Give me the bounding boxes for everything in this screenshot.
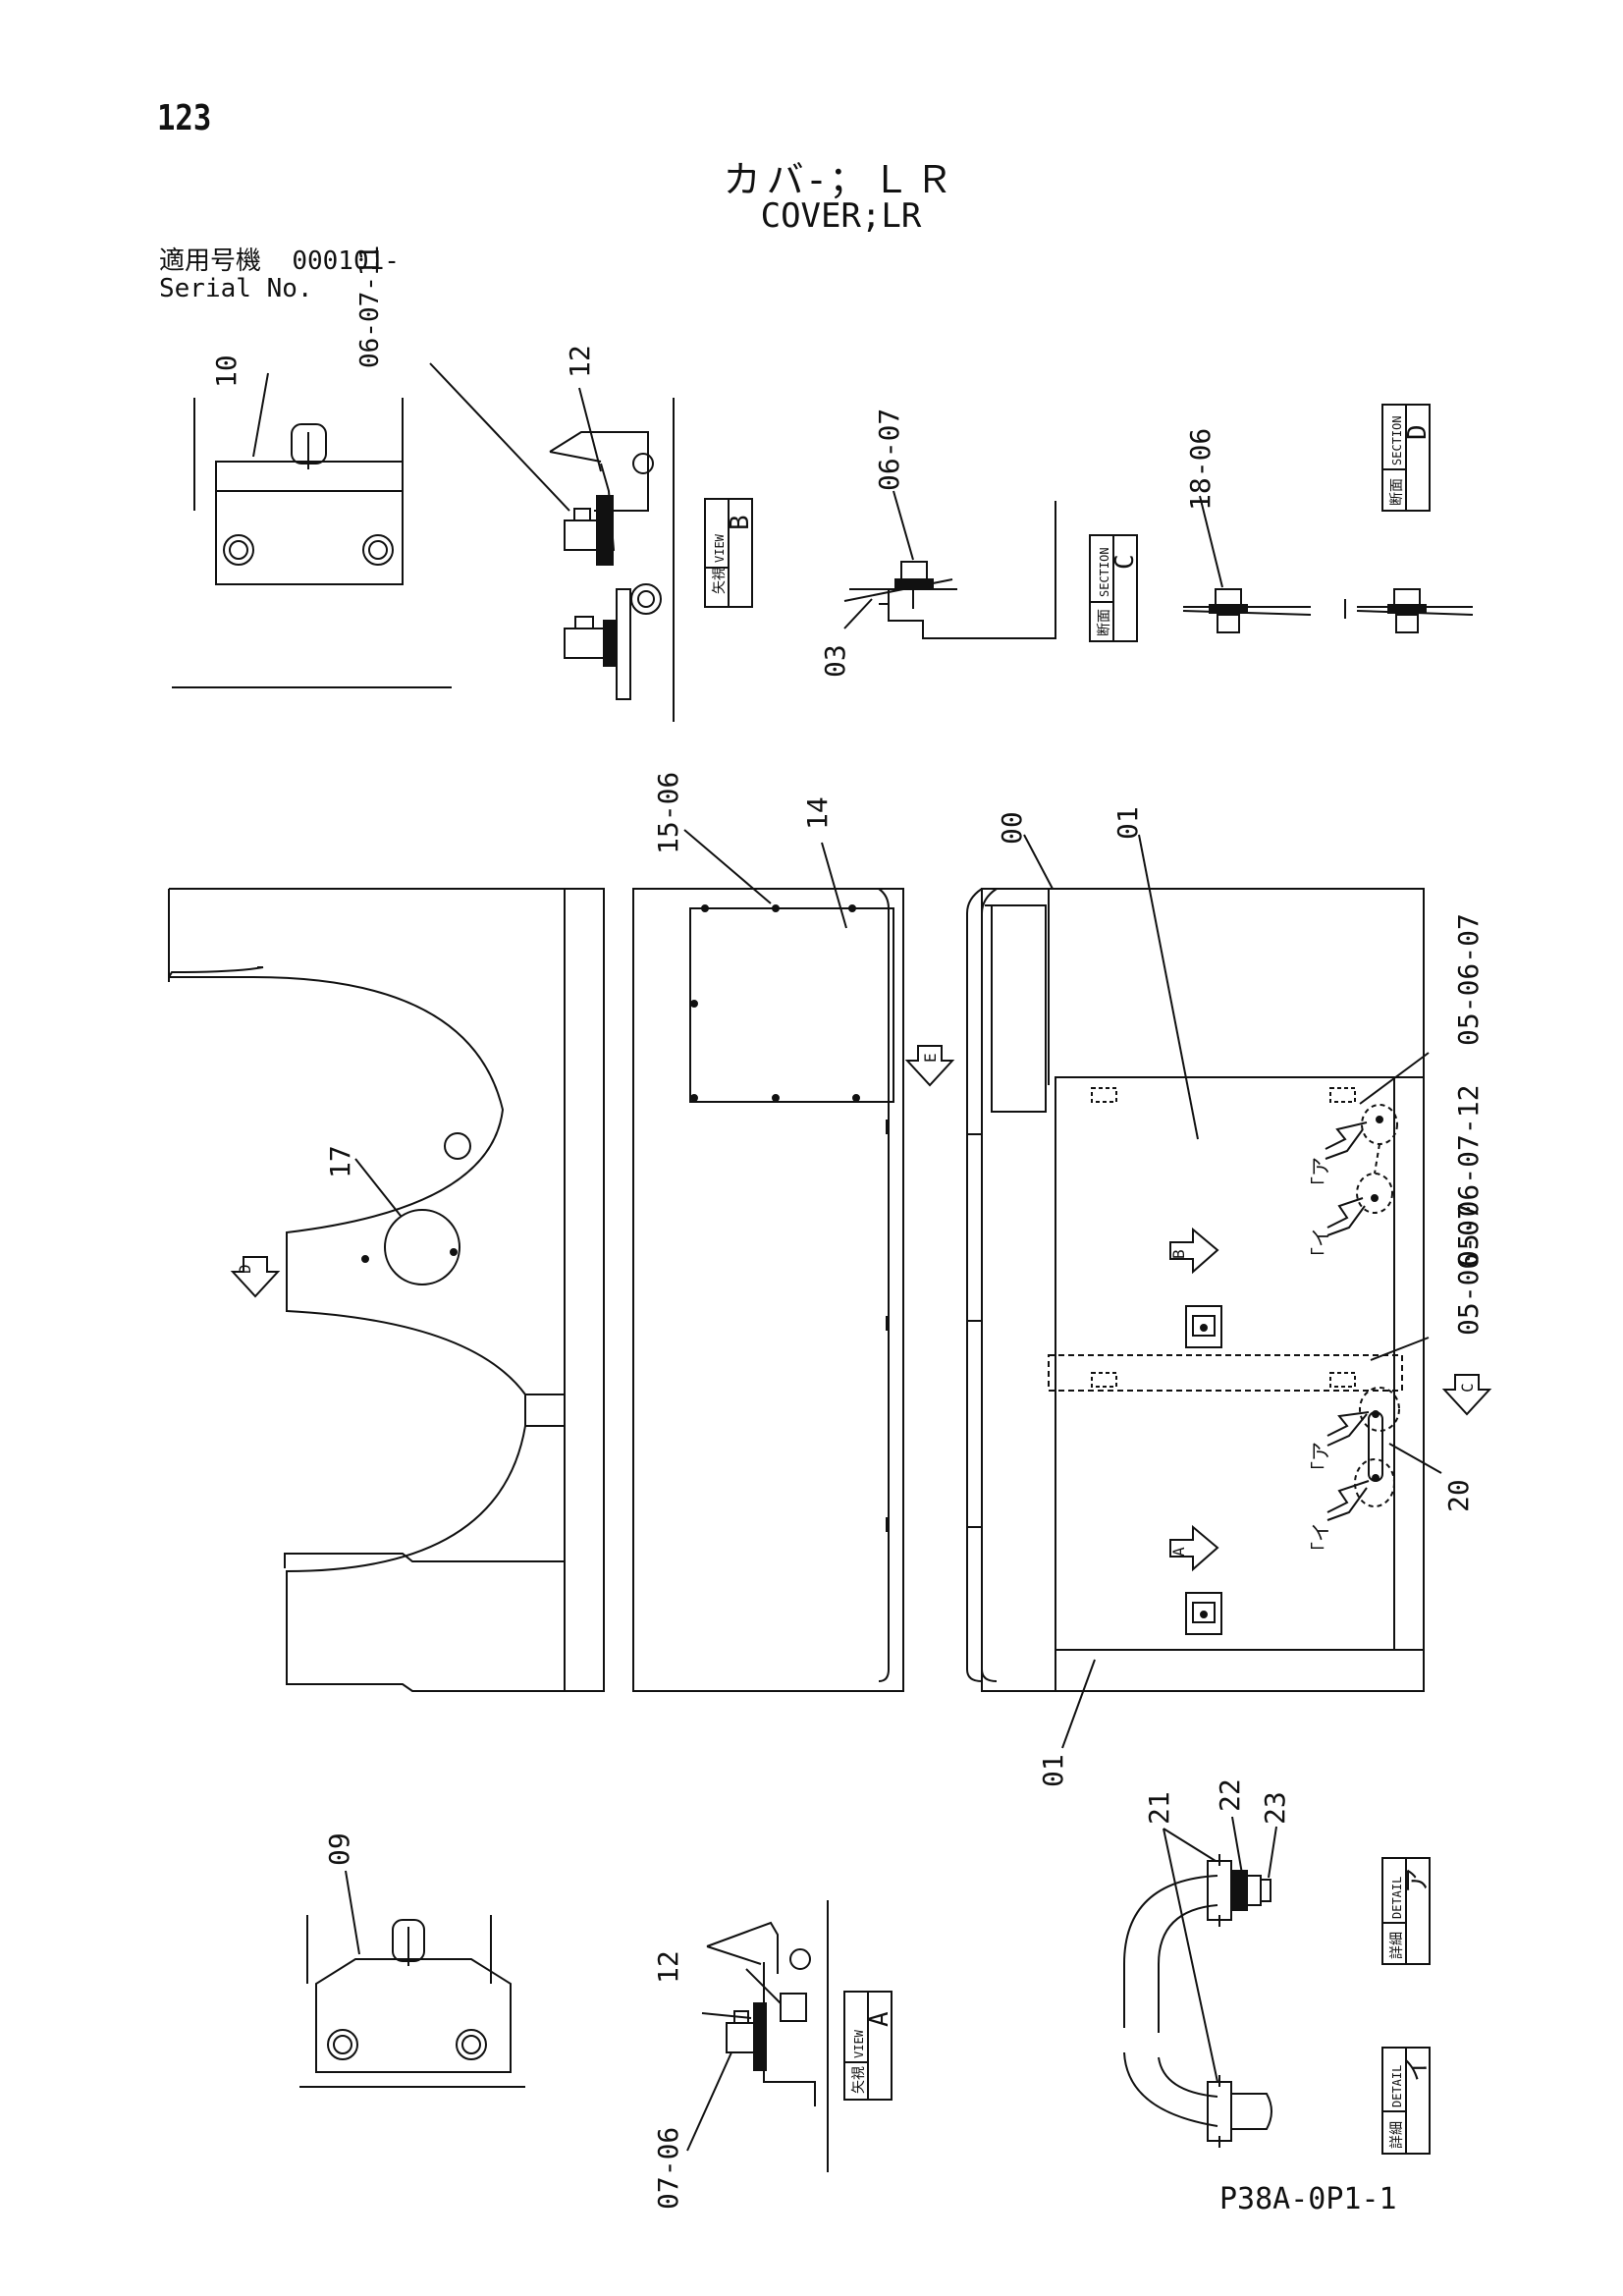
detail-i-letter: イ bbox=[1403, 2056, 1433, 2082]
view-arrow-d bbox=[230, 1256, 281, 1298]
arrow-letter-c: C bbox=[1458, 1383, 1477, 1393]
view-arrow-a bbox=[1169, 1524, 1219, 1572]
section-d-letter: D bbox=[1403, 424, 1433, 440]
callout-07-06: 07-06 bbox=[652, 2127, 684, 2210]
section-c-bracket bbox=[843, 490, 1056, 639]
callout-18-06: 18-06 bbox=[1184, 428, 1217, 511]
arrow-letter-b: B bbox=[1169, 1249, 1188, 1259]
callout-05-06-07-b: 05-06-07 bbox=[1452, 1203, 1485, 1336]
page-number: 123 bbox=[157, 98, 212, 138]
right-cover-assembly bbox=[966, 834, 1425, 1749]
section-c-letter: C bbox=[1110, 554, 1140, 570]
callout-20: 20 bbox=[1442, 1479, 1475, 1512]
view-a-en: VIEW bbox=[852, 2029, 866, 2058]
view-a-letter: A bbox=[865, 2011, 894, 2027]
view-b-label bbox=[704, 498, 753, 608]
hinge-side-view-b bbox=[429, 362, 675, 722]
view-arrow-b bbox=[1169, 1227, 1219, 1275]
detail-mark-a1: 「ア bbox=[1309, 1157, 1332, 1196]
callout-21: 21 bbox=[1143, 1791, 1175, 1825]
section-c-label bbox=[1089, 534, 1138, 642]
page-title-japanese: カバ-；ＬＲ bbox=[723, 158, 959, 201]
callout-23: 23 bbox=[1259, 1791, 1291, 1825]
page-title-english: COVER;LR bbox=[760, 196, 922, 236]
section-d-en: SECTION bbox=[1390, 415, 1404, 465]
view-a-jp: 矢視 bbox=[851, 2066, 867, 2094]
serial-value: 000101- bbox=[292, 246, 400, 276]
callout-22: 22 bbox=[1214, 1778, 1246, 1812]
callout-06-07-11: 06-07-11 bbox=[355, 246, 385, 368]
detail-mark-i2: 「イ bbox=[1309, 1522, 1332, 1561]
hinge-side-view-a bbox=[686, 1900, 829, 2172]
section-c-jp: 断面 bbox=[1097, 609, 1112, 636]
serial-label-english: Serial No. bbox=[159, 274, 313, 303]
callout-12-bottom: 12 bbox=[652, 1950, 684, 1984]
callout-09: 09 bbox=[323, 1832, 355, 1866]
detail-i-jp: 詳細 bbox=[1389, 2121, 1405, 2149]
section-d-jp: 断面 bbox=[1389, 478, 1405, 506]
detail-a-label bbox=[1381, 1857, 1431, 1965]
serial-number-block: 適用号機 000101- Serial No. bbox=[159, 247, 400, 302]
callout-15-06: 15-06 bbox=[652, 772, 684, 854]
section-c-en: SECTION bbox=[1098, 547, 1111, 597]
hinge-front-view-10 bbox=[172, 372, 452, 688]
view-b-en: VIEW bbox=[713, 533, 727, 563]
view-arrow-e bbox=[904, 1045, 955, 1087]
detail-i-label bbox=[1381, 2047, 1431, 2155]
detail-a-letter: ア bbox=[1403, 1868, 1433, 1893]
section-d-fastener bbox=[1182, 495, 1474, 633]
drawing-code: P38A-0P1-1 bbox=[1219, 2182, 1397, 2216]
hinge-front-view-09 bbox=[299, 1870, 525, 2088]
callout-17: 17 bbox=[324, 1145, 356, 1178]
view-arrow-c bbox=[1441, 1374, 1492, 1416]
view-b-letter: B bbox=[726, 515, 755, 530]
callout-05-06-07-12: 05-06-07-12 bbox=[1452, 1085, 1485, 1267]
detail-a-en: DETAIL bbox=[1390, 1877, 1404, 1919]
center-panel-14 bbox=[632, 829, 904, 1692]
callout-03: 03 bbox=[819, 644, 851, 678]
left-cover-panel-17 bbox=[168, 888, 605, 1692]
view-a-label bbox=[843, 1991, 893, 2101]
detail-a-jp: 詳細 bbox=[1389, 1932, 1405, 1959]
callout-00: 00 bbox=[996, 811, 1028, 845]
callout-12-top: 12 bbox=[564, 345, 596, 378]
callout-06-07: 06-07 bbox=[873, 409, 905, 491]
callout-05-06-07: 05-06-07 bbox=[1452, 913, 1485, 1046]
callout-01-top: 01 bbox=[1111, 806, 1144, 840]
serial-label-japanese: 適用号機 bbox=[159, 246, 262, 276]
detail-i-en: DETAIL bbox=[1390, 2065, 1404, 2107]
handle-detail bbox=[1123, 1816, 1277, 2148]
detail-mark-i1: 「イ bbox=[1309, 1228, 1332, 1267]
arrow-letter-d: D bbox=[236, 1264, 254, 1274]
callout-14: 14 bbox=[801, 796, 834, 830]
view-b-jp: 矢視 bbox=[712, 567, 728, 594]
callout-01-bottom: 01 bbox=[1037, 1754, 1069, 1787]
arrow-letter-e: E bbox=[921, 1053, 940, 1063]
detail-mark-a2: 「ア bbox=[1309, 1442, 1332, 1481]
arrow-letter-a: A bbox=[1169, 1547, 1188, 1557]
callout-10: 10 bbox=[210, 355, 243, 388]
section-d-label bbox=[1381, 404, 1431, 512]
detail-circles bbox=[1325, 1052, 1442, 1521]
